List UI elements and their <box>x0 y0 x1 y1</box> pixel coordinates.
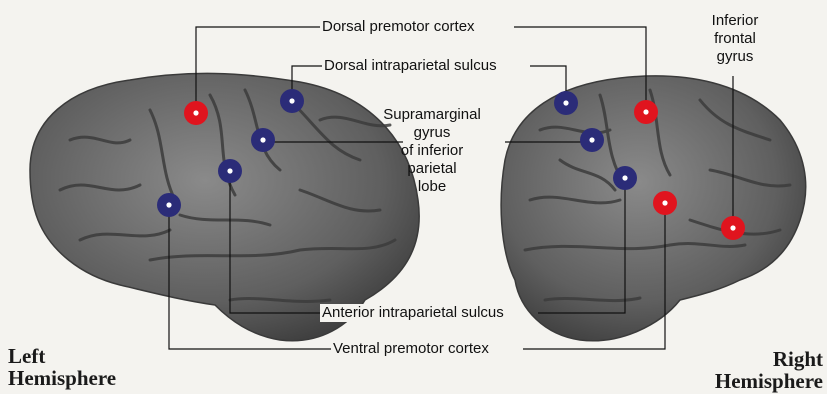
label-dorsal-premotor-cortex: Dorsal premotor cortex <box>320 18 477 36</box>
right-hemisphere-label: Right Hemisphere <box>715 348 823 392</box>
left-hemisphere-label: Left Hemisphere <box>8 345 116 389</box>
label-ventral-premotor-cortex: Ventral premotor cortex <box>331 340 491 358</box>
label-supramarginal-gyrus: Supramarginal gyrus of inferior parietal… <box>360 106 504 196</box>
label-inferior-frontal-gyrus: Inferior frontal gyrus <box>695 12 775 66</box>
label-anterior-intraparietal-sulcus: Anterior intraparietal sulcus <box>320 304 506 322</box>
label-dorsal-intraparietal-sulcus: Dorsal intraparietal sulcus <box>322 57 499 75</box>
